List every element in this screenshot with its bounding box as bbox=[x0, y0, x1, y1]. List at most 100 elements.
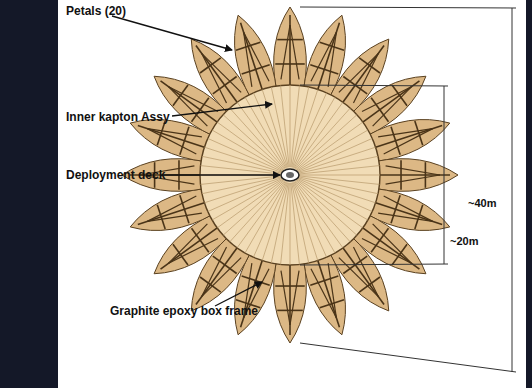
leader-lines bbox=[112, 16, 280, 306]
box-frame bbox=[391, 195, 400, 223]
box-frame bbox=[281, 25, 290, 79]
radial-seam bbox=[271, 183, 288, 263]
radial-seam bbox=[292, 87, 309, 167]
petal bbox=[274, 260, 307, 343]
radial-seam bbox=[217, 180, 283, 228]
radial-seam bbox=[298, 177, 378, 194]
box-frame bbox=[277, 39, 303, 41]
box-frame bbox=[169, 238, 218, 263]
deck-hub bbox=[286, 172, 294, 178]
extension-line bbox=[300, 7, 516, 8]
radial-seam bbox=[237, 102, 285, 168]
box-frame bbox=[236, 42, 260, 50]
radial-seam bbox=[298, 177, 376, 202]
radial-seam bbox=[208, 178, 283, 211]
petal bbox=[367, 120, 450, 162]
radial-seam bbox=[212, 179, 283, 220]
box-frame bbox=[310, 65, 338, 74]
box-frame bbox=[320, 300, 344, 308]
box-frame bbox=[353, 247, 378, 296]
radial-seam bbox=[271, 87, 288, 167]
radial-seam bbox=[298, 166, 380, 175]
radial-seam bbox=[295, 181, 350, 242]
dimension-label: ~20m bbox=[448, 234, 480, 248]
box-frame bbox=[311, 269, 336, 318]
part-label: Petals (20) bbox=[66, 4, 126, 18]
dimension-line bbox=[512, 8, 513, 372]
radial-seam bbox=[298, 175, 380, 176]
radial-seam bbox=[204, 147, 282, 172]
box-frame bbox=[202, 54, 241, 93]
box-frame bbox=[290, 271, 299, 325]
box-frame bbox=[242, 65, 270, 74]
deployment-deck bbox=[281, 169, 299, 181]
petal bbox=[235, 15, 277, 98]
box-frame bbox=[180, 195, 189, 223]
box-frame bbox=[328, 32, 336, 87]
radial-seam bbox=[200, 176, 282, 185]
petal bbox=[130, 188, 213, 230]
box-frame bbox=[169, 87, 208, 126]
radial-seam bbox=[202, 177, 282, 194]
radial-seam bbox=[200, 166, 282, 175]
radial-seam bbox=[262, 183, 287, 261]
part-label: Deployment deck bbox=[66, 168, 165, 182]
box-frame bbox=[157, 121, 165, 145]
box-frame bbox=[373, 87, 412, 126]
part-label: Inner kapton Assy bbox=[66, 110, 170, 124]
box-frame bbox=[169, 224, 208, 263]
box-frame bbox=[157, 205, 165, 229]
box-frame bbox=[362, 87, 411, 112]
radial-seam bbox=[296, 115, 357, 170]
box-frame bbox=[376, 203, 443, 225]
box-frame bbox=[320, 42, 344, 50]
leader-line bbox=[215, 282, 262, 306]
dimension-label: ~40m bbox=[466, 196, 498, 210]
radial-seam bbox=[230, 181, 285, 242]
radial-seam bbox=[292, 183, 317, 261]
extension-line bbox=[300, 264, 448, 265]
radial-seam bbox=[281, 85, 290, 167]
box-frame bbox=[180, 127, 189, 155]
radial-seam bbox=[296, 122, 362, 170]
box-frame bbox=[242, 276, 270, 285]
radial-seam bbox=[290, 85, 291, 167]
radial-seam bbox=[294, 182, 335, 253]
radial-seam bbox=[292, 183, 309, 263]
petal bbox=[375, 159, 458, 192]
box-frame bbox=[275, 63, 304, 65]
box-frame bbox=[275, 285, 304, 287]
box-frame bbox=[290, 25, 299, 79]
radial-seam bbox=[297, 138, 372, 171]
dimension-lines bbox=[300, 7, 516, 372]
radial-seam bbox=[296, 180, 357, 235]
box-frame bbox=[318, 23, 340, 90]
radial-seam bbox=[293, 182, 326, 257]
radial-seam bbox=[297, 130, 368, 171]
radial-seam bbox=[298, 147, 376, 172]
box-frame bbox=[384, 129, 433, 154]
petal bbox=[274, 7, 307, 90]
radial-seam bbox=[262, 89, 287, 167]
petal bbox=[303, 252, 345, 335]
radial-seam bbox=[295, 108, 350, 169]
box-frame bbox=[415, 121, 423, 145]
radial-seam bbox=[298, 156, 378, 173]
leader-line bbox=[162, 174, 280, 175]
radial-seam bbox=[230, 108, 285, 169]
box-frame bbox=[147, 196, 196, 221]
box-frame bbox=[425, 162, 427, 188]
box-frame bbox=[400, 160, 402, 189]
box-frame bbox=[277, 310, 303, 312]
petal-group bbox=[122, 7, 458, 343]
radial-seam bbox=[204, 177, 282, 202]
radial-seam bbox=[291, 183, 300, 265]
box-frame bbox=[373, 224, 412, 263]
box-frame bbox=[147, 129, 202, 137]
box-frame bbox=[202, 258, 241, 297]
radial-seam bbox=[298, 176, 380, 185]
box-frame bbox=[391, 127, 400, 155]
leader-line bbox=[112, 16, 232, 50]
radial-seam bbox=[292, 89, 317, 167]
box-frame bbox=[386, 166, 440, 175]
